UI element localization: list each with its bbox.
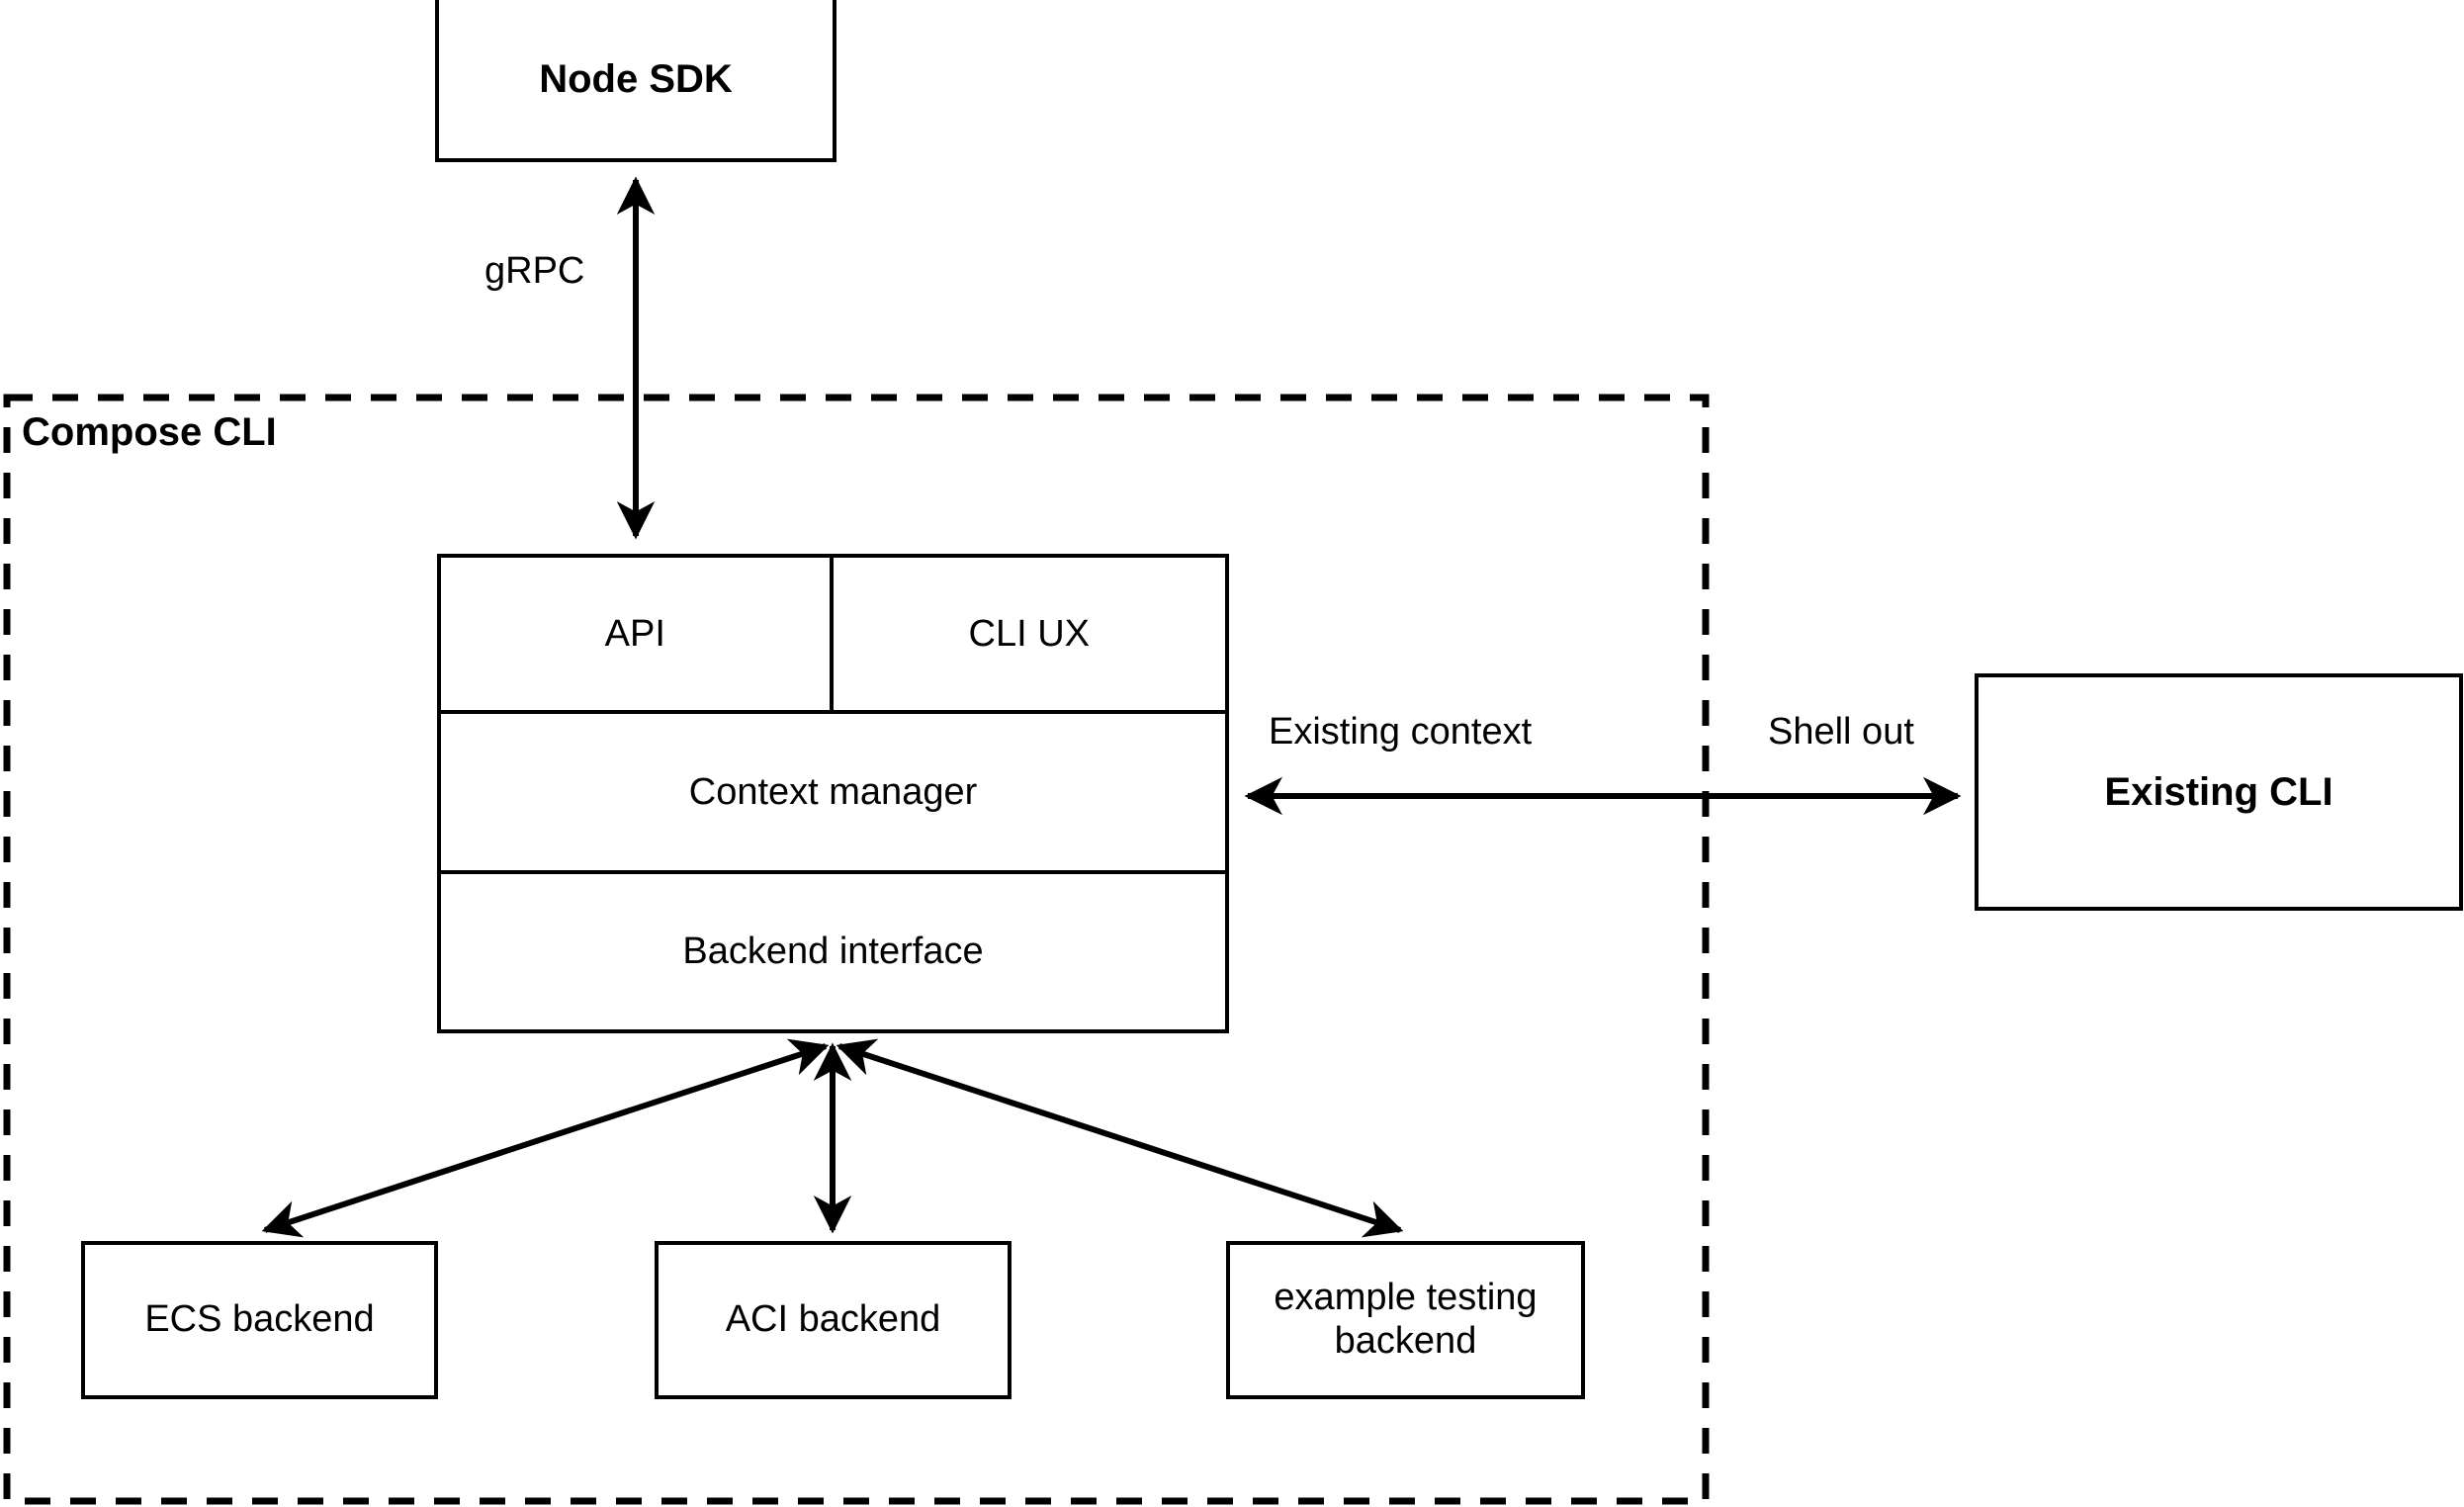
example-testing-backend-label: example testing backend [1274,1277,1538,1362]
cli-ux-cell[interactable]: CLI UX [834,558,1226,710]
compose-cli-stack: API CLI UX Context manager Backend inter… [437,554,1229,1033]
grpc-edge-label: gRPC [484,250,585,292]
example-testing-backend-box[interactable]: example testing backend [1226,1241,1585,1399]
ecs-backend-label: ECS backend [144,1298,375,1341]
existing-context-edge-label: Existing context [1269,711,1533,753]
backend-interface-cell[interactable]: Backend interface [441,874,1225,1029]
context-manager-cell[interactable]: Context manager [441,714,1225,870]
cli-ux-label: CLI UX [968,612,1090,655]
stack-row-context-manager[interactable]: Context manager [441,714,1225,874]
compose-cli-boundary-label: Compose CLI [22,410,277,454]
aci-backend-label: ACI backend [725,1298,941,1341]
stack-row-backend-interface[interactable]: Backend interface [441,874,1225,1029]
existing-cli-box[interactable]: Existing CLI [1975,673,2463,911]
backend-interface-label: Backend interface [682,931,984,972]
api-cell[interactable]: API [441,558,834,710]
api-label: API [604,612,665,655]
node-sdk-label: Node SDK [539,57,733,101]
compose-cli-boundary [3,394,1710,1505]
stack-row-api-cliux: API CLI UX [441,558,1225,714]
ecs-backend-connector [261,1038,830,1238]
node-sdk-box[interactable]: Node SDK [435,0,836,162]
aci-backend-box[interactable]: ACI backend [655,1241,1012,1399]
existing-cli-label: Existing CLI [2104,770,2333,814]
context-manager-label: Context manager [688,770,978,813]
shell-out-edge-label: Shell out [1768,711,1914,753]
ecs-backend-box[interactable]: ECS backend [81,1241,438,1399]
example-backend-connector [836,1038,1404,1238]
